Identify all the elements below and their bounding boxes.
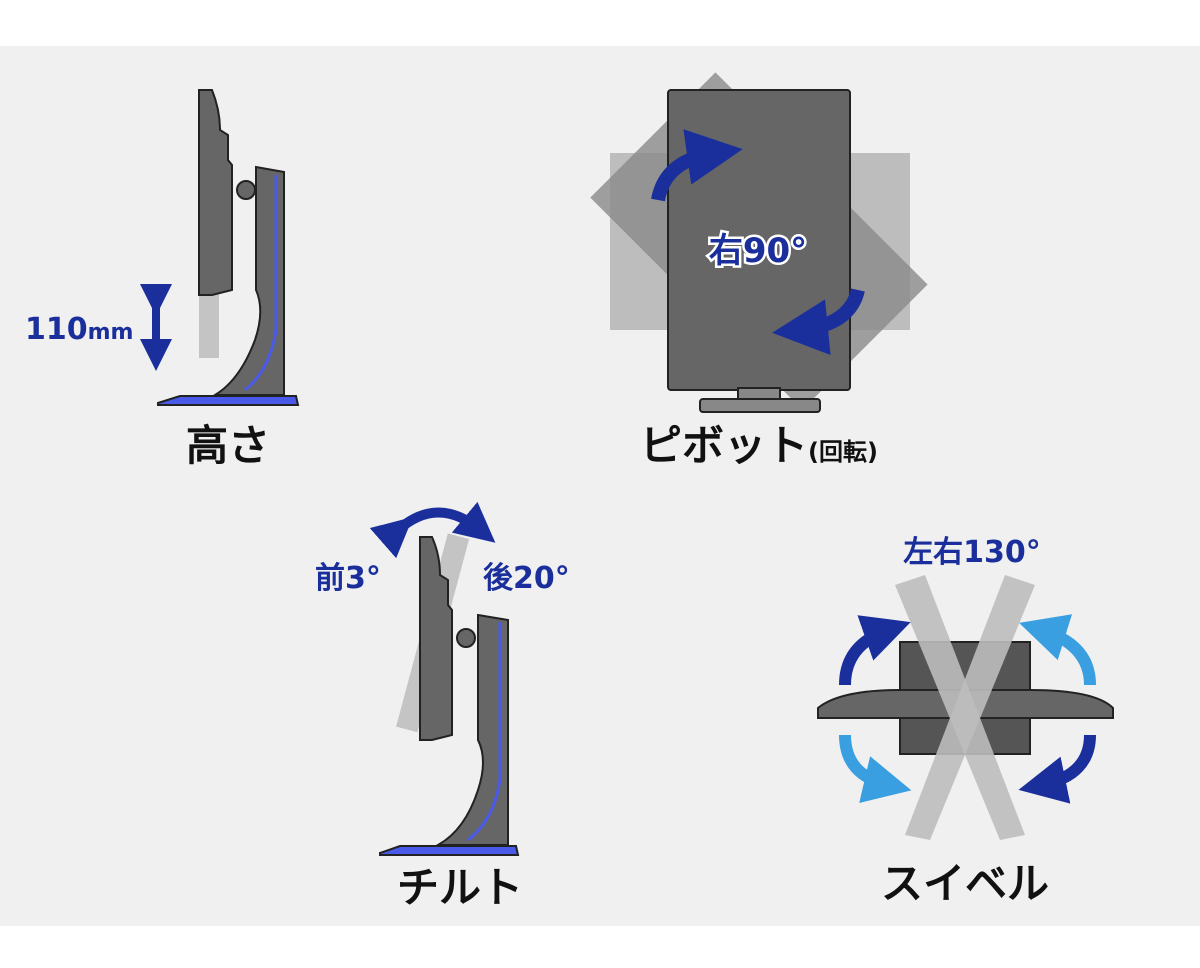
swivel-arrow-icon <box>839 734 912 803</box>
stand <box>434 613 509 846</box>
pivot-base <box>699 398 821 413</box>
tilt-backward: 後20° <box>483 561 570 596</box>
background-panel <box>0 46 1200 926</box>
ghost-swivel-right <box>905 575 1035 840</box>
svg-text:110mm: 110mm <box>25 312 133 347</box>
stand-base <box>379 845 520 856</box>
swivel-title: スイベル <box>881 859 1049 908</box>
stand <box>211 165 285 396</box>
swivel-arrow-icon <box>839 615 911 686</box>
height-range-unit: mm <box>88 320 134 345</box>
tilt-title: チルト <box>397 863 523 912</box>
rotate-arrow-icon <box>651 129 743 202</box>
height-range-value: 110 <box>25 312 88 347</box>
swivel-illustration: 左右130° スイベル <box>817 535 1114 908</box>
height-illustration: 110mm 高さ <box>25 89 300 470</box>
stand-base <box>157 395 300 406</box>
tilt-forward: 前3° <box>315 561 381 596</box>
pivot-angle: 右90° <box>709 231 807 271</box>
rotate-arrow-icon <box>772 287 865 356</box>
svg-text:ピボット(回転): ピボット(回転) <box>640 421 878 470</box>
monitor-side <box>198 89 233 296</box>
height-title: 高さ <box>186 421 270 470</box>
tilt-illustration: 前3° 後20° チルト <box>315 501 570 912</box>
swivel-angle: 左右130° <box>903 535 1041 570</box>
pivot-subtitle: (回転) <box>808 438 878 466</box>
tilt-arrow-icon <box>369 501 496 559</box>
swivel-arrow-icon <box>1018 734 1096 804</box>
pivot-title: ピボット <box>640 421 808 470</box>
pivot-illustration: 右90° ピボット(回転) <box>590 72 928 470</box>
swivel-arrow-icon <box>1019 614 1096 686</box>
